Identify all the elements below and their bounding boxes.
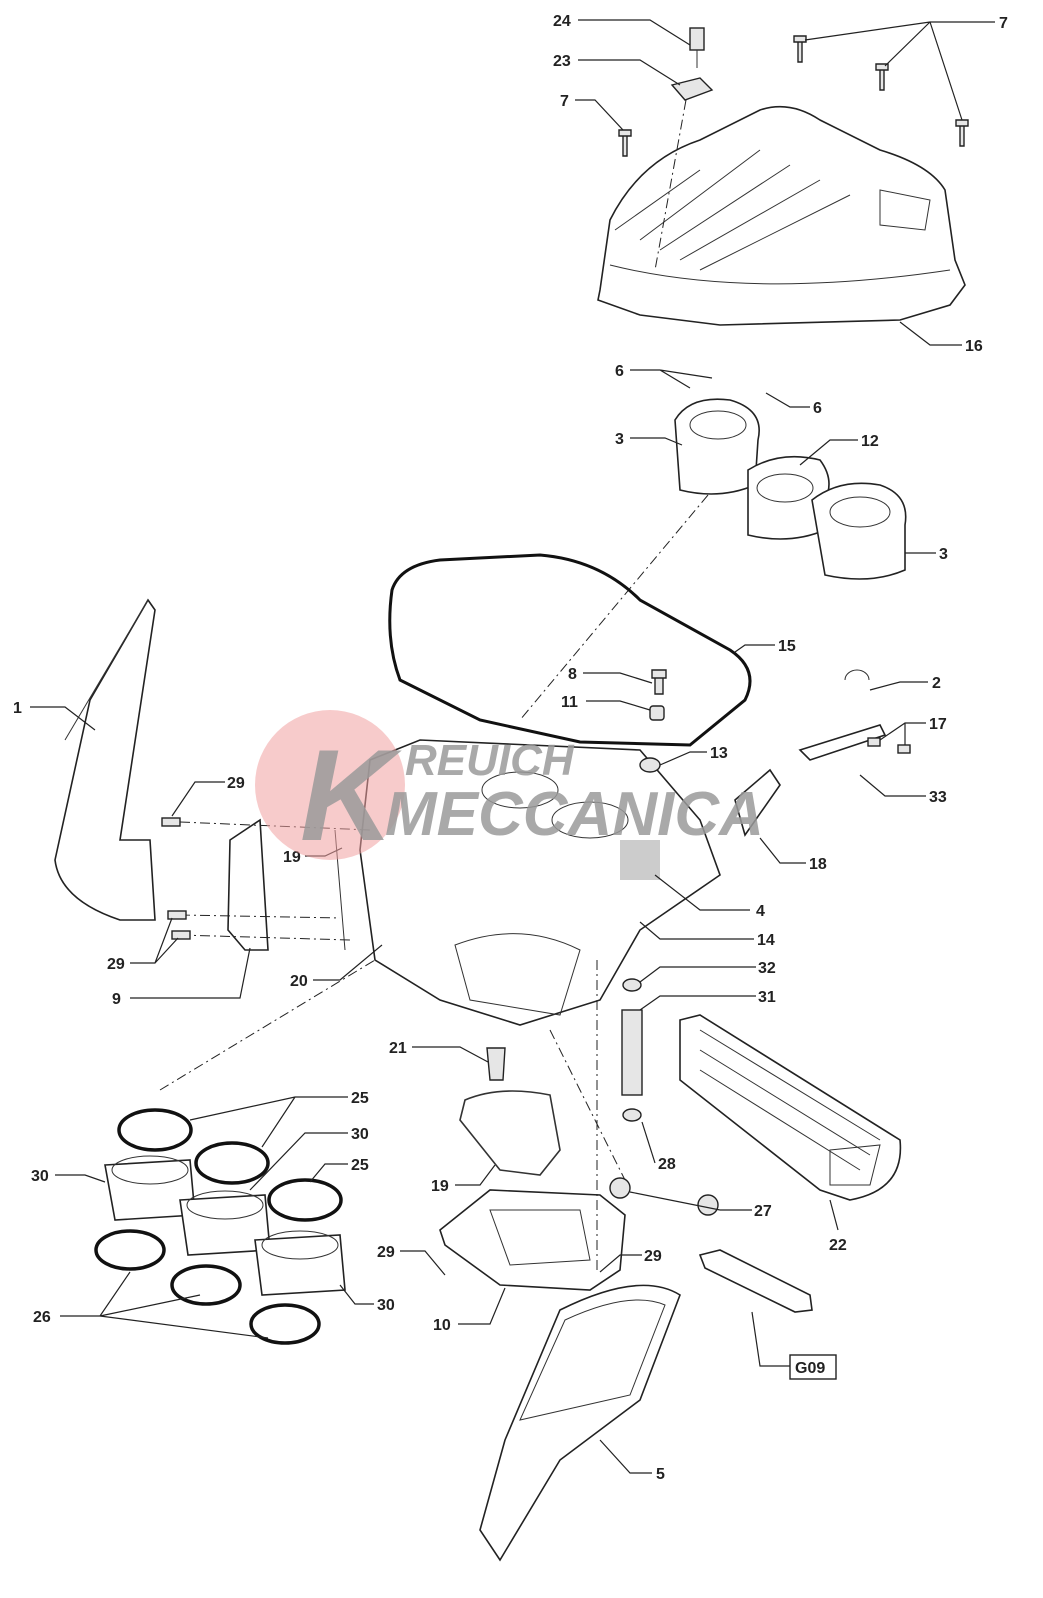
callout-19: 19 [283, 849, 301, 866]
callout-7: 7 [560, 93, 569, 110]
callout-25: 25 [351, 1090, 369, 1107]
callout-12: 12 [861, 433, 879, 450]
fasteners-8-11-13 [639, 669, 667, 773]
callout-29: 29 [227, 775, 245, 792]
callout-33: 33 [929, 789, 947, 806]
callout-1: 1 [13, 700, 22, 717]
callout-3: 3 [615, 431, 624, 448]
callout-19: 19 [431, 1178, 449, 1195]
callout-16: 16 [965, 338, 983, 355]
airbox-part [359, 739, 721, 1026]
watermark-line2: MECCANICA [385, 780, 764, 849]
screws-7 [618, 35, 969, 157]
callout-24: 24 [553, 13, 571, 30]
grommets-link [609, 1177, 813, 1313]
callout-29: 29 [377, 1244, 395, 1261]
callout-26: 26 [33, 1309, 51, 1326]
filter-mesh [620, 840, 660, 880]
callout-3: 3 [939, 546, 948, 563]
callout-29: 29 [644, 1248, 662, 1265]
callout-30: 30 [377, 1297, 395, 1314]
callout-2: 2 [932, 675, 941, 692]
callout-11: 11 [561, 694, 578, 711]
callout-25: 25 [351, 1157, 369, 1174]
callout-22: 22 [829, 1237, 847, 1254]
callout-15: 15 [778, 638, 796, 655]
watermark-line1: REUICH [405, 736, 575, 785]
reference-box-g09 [789, 1354, 837, 1380]
gasket-part [388, 553, 752, 747]
callout-g09: G09 [795, 1360, 825, 1377]
callout-31: 31 [758, 989, 776, 1006]
intake-bells [519, 398, 907, 721]
watermark-circle [255, 710, 405, 860]
callout-32: 32 [758, 960, 776, 977]
lower-parts [439, 960, 631, 1291]
callout-5: 5 [656, 1466, 665, 1483]
sensor-part [654, 27, 714, 271]
callout-27: 27 [754, 1203, 772, 1220]
callout-8: 8 [568, 666, 577, 683]
lower-cover-part [479, 1284, 681, 1562]
callout-14: 14 [757, 932, 775, 949]
callout-13: 13 [710, 745, 728, 762]
callout-10: 10 [433, 1317, 451, 1334]
callout-21: 21 [389, 1040, 407, 1057]
callout-20: 20 [290, 973, 308, 990]
callout-4: 4 [756, 903, 765, 920]
callout-17: 17 [929, 716, 947, 733]
bracket-part [734, 669, 911, 837]
cover-part [597, 105, 966, 326]
rings-and-throttle-bells [94, 959, 376, 1345]
callout-23: 23 [553, 53, 571, 70]
callout-6: 6 [813, 400, 822, 417]
callout-6: 6 [615, 363, 624, 380]
callout-30: 30 [31, 1168, 49, 1185]
air-filter-part [679, 1014, 902, 1201]
callout-30: 30 [351, 1126, 369, 1143]
duct-part [54, 598, 156, 921]
watermark-letter: K [300, 722, 402, 868]
callout-18: 18 [809, 856, 827, 873]
callouts: 24 23 7 7 16 6 6 3 12 3 15 8 11 13 2 17 … [13, 13, 1008, 1483]
watermark-logo: K REUICH MECCANICA [255, 710, 764, 868]
callout-29: 29 [107, 956, 125, 973]
callout-7: 7 [999, 15, 1008, 32]
callout-9: 9 [112, 991, 121, 1008]
damper-part [621, 978, 643, 1122]
callout-28: 28 [658, 1156, 676, 1173]
